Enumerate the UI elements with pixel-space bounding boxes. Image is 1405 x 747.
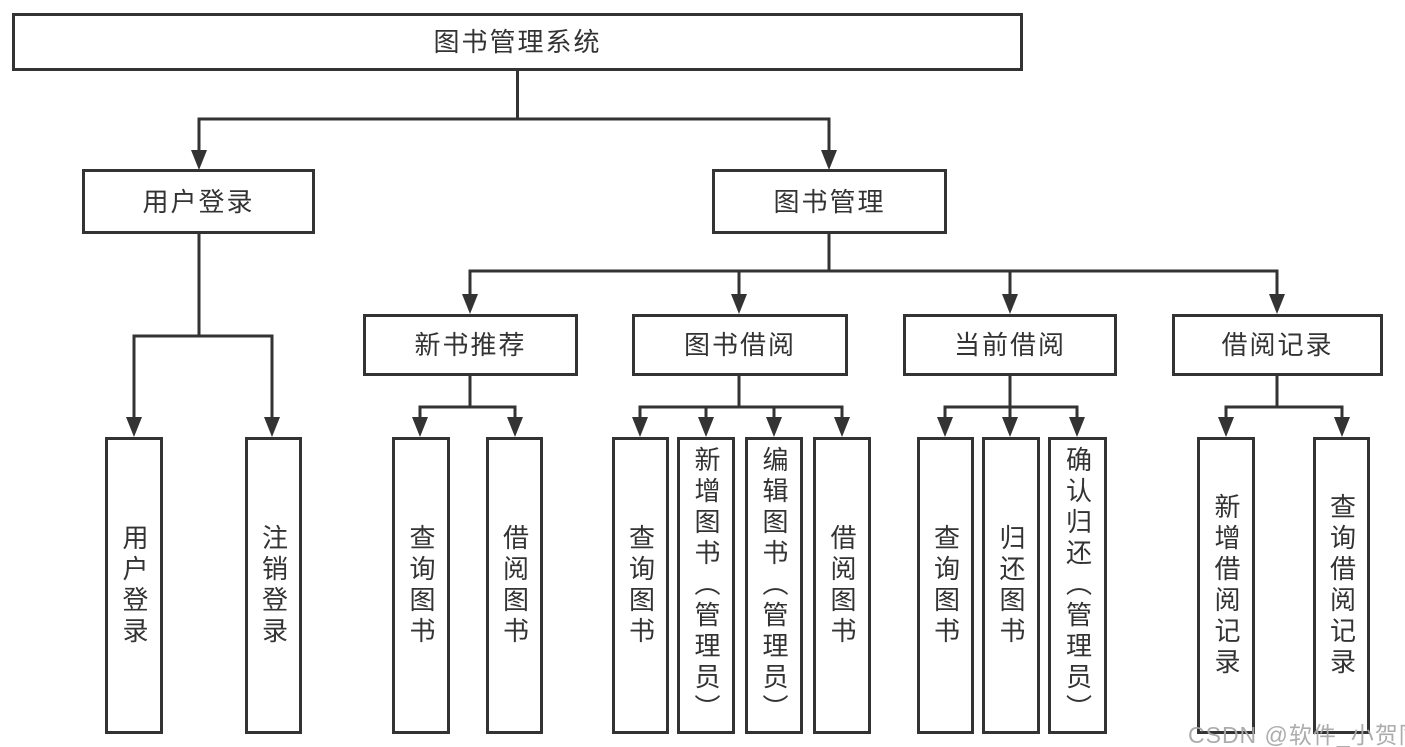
arrowheads: [126, 150, 1350, 437]
node-new-book-recommend: 新书推荐: [363, 314, 578, 376]
leaf-user-login: 用户登录: [105, 437, 163, 734]
leaf-return-book: 归还图书: [982, 437, 1040, 734]
node-user-login: 用户登录: [82, 169, 315, 234]
csdn-watermark: CSDN @软件_小贺同学: [1188, 722, 1405, 747]
leaf-query-borrow-record: 查询借阅记录: [1313, 437, 1370, 734]
node-current-borrowing: 当前借阅: [903, 314, 1117, 376]
leaf-query-books-recommend: 查询图书: [392, 437, 450, 734]
leaf-borrow-books-recommend: 借阅图书: [486, 437, 543, 734]
leaf-confirm-return-admin: 确认归还（管理员）: [1048, 437, 1107, 734]
node-book-borrowing: 图书借阅: [632, 314, 848, 376]
leaf-logout: 注销登录: [245, 437, 302, 734]
node-borrowing-records: 借阅记录: [1172, 314, 1383, 376]
leaf-add-book-admin: 新增图书（管理员）: [677, 437, 735, 734]
leaf-query-books-current: 查询图书: [917, 437, 974, 734]
leaf-edit-book-admin: 编辑图书（管理员）: [745, 437, 803, 734]
leaf-add-borrow-record: 新增借阅记录: [1197, 437, 1255, 734]
leaf-query-books-borrowing: 查询图书: [612, 437, 669, 734]
leaf-borrow-books: 借阅图书: [813, 437, 871, 734]
node-book-management: 图书管理: [712, 169, 947, 234]
node-root-system: 图书管理系统: [12, 13, 1023, 71]
